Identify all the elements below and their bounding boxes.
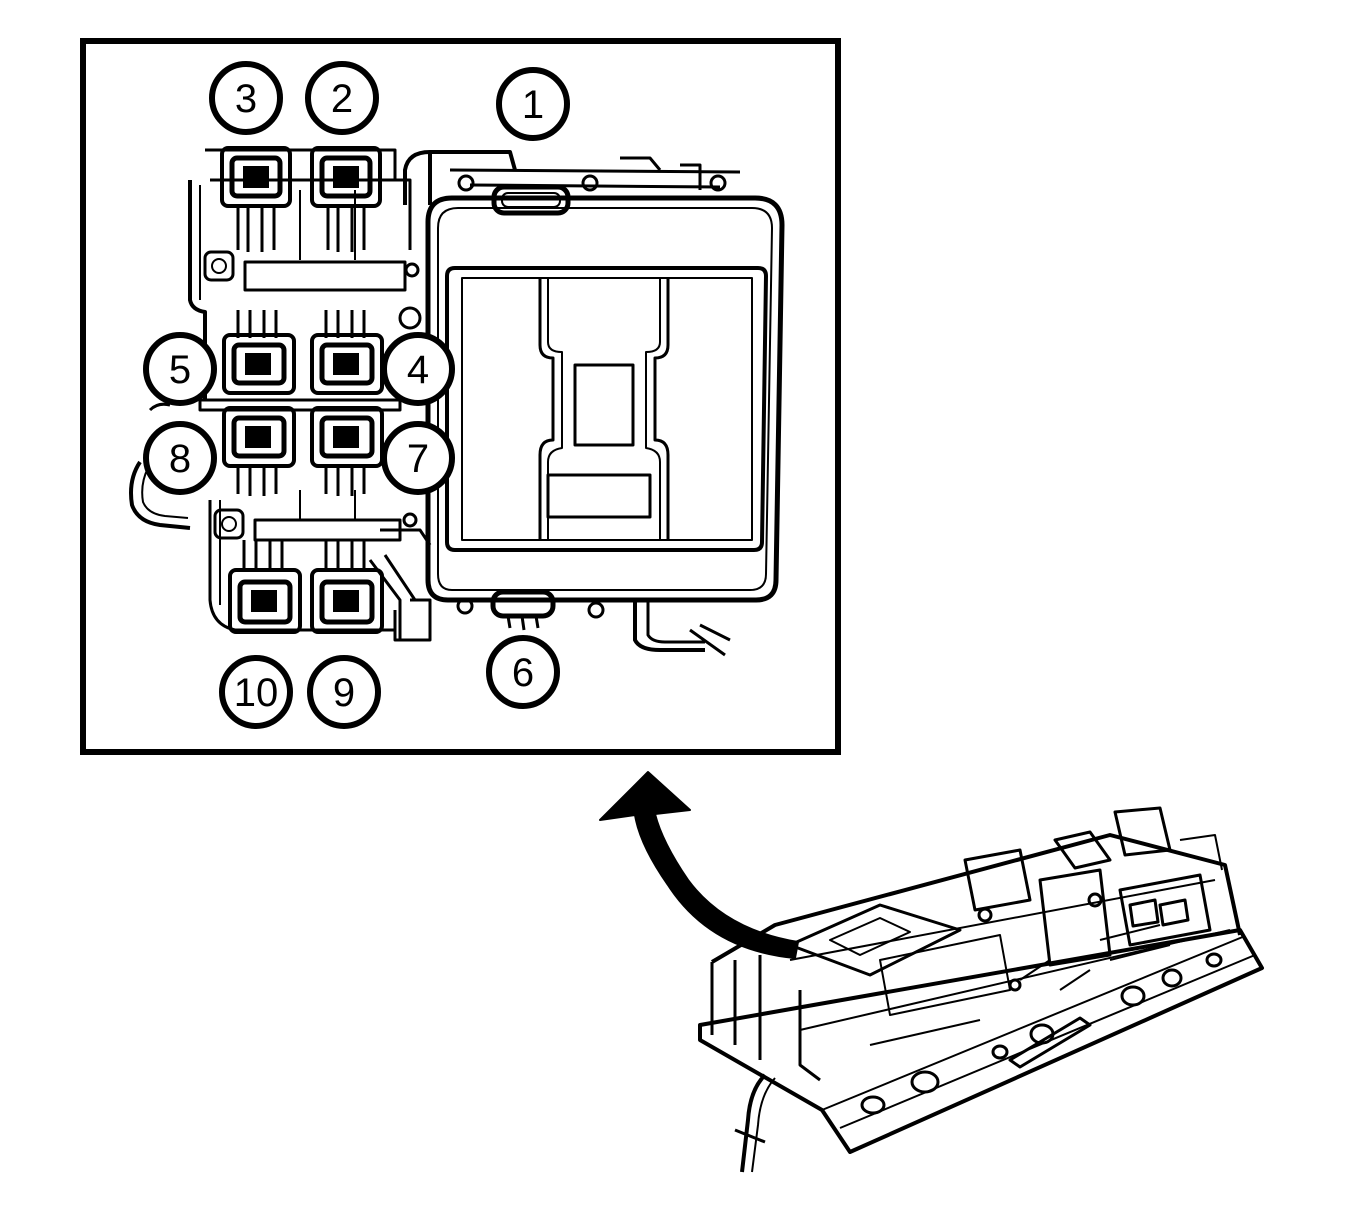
callout-4: 4 <box>381 332 455 406</box>
callout-7-label: 7 <box>407 437 429 481</box>
callout-5: 5 <box>143 332 217 406</box>
module-cover <box>393 150 785 657</box>
callout-1-label: 1 <box>522 83 544 127</box>
callout-9: 9 <box>307 655 381 729</box>
connector-5 <box>222 310 296 395</box>
connector-9 <box>310 540 384 634</box>
callout-8: 8 <box>143 421 217 495</box>
callout-10-label: 10 <box>234 671 279 715</box>
battery-assembly-overview <box>698 806 1264 1173</box>
callout-3: 3 <box>209 61 283 135</box>
callout-2-label: 2 <box>331 77 353 121</box>
callout-9-label: 9 <box>333 671 355 715</box>
curved-arrow-icon <box>599 771 799 959</box>
callout-5-label: 5 <box>169 348 191 392</box>
connector-3 <box>220 146 292 252</box>
callout-6-label: 6 <box>512 651 534 695</box>
callout-2: 2 <box>305 61 379 135</box>
connector-7 <box>310 406 384 496</box>
callout-7: 7 <box>381 421 455 495</box>
callout-8-label: 8 <box>169 437 191 481</box>
connector-10 <box>228 540 302 634</box>
connector-8 <box>222 406 296 496</box>
detail-frame <box>80 38 841 755</box>
callout-4-label: 4 <box>407 348 429 392</box>
connector-2 <box>310 146 382 252</box>
callout-3-label: 3 <box>235 77 257 121</box>
callout-1: 1 <box>496 67 570 141</box>
callout-10: 10 <box>219 655 293 729</box>
callout-6: 6 <box>486 635 560 709</box>
